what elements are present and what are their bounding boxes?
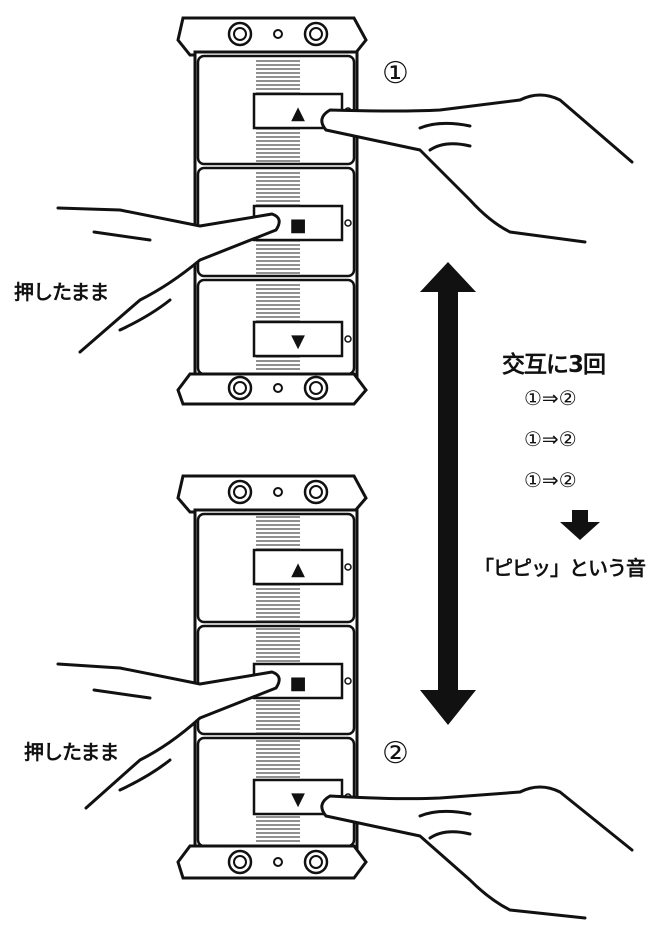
sequence-step: ①⇒② (524, 427, 577, 451)
step-2-marker: ② (382, 736, 409, 771)
up-symbol: ▲ (291, 103, 305, 124)
pointing-hand-icon (320, 93, 634, 244)
beep-sound-label: 「ピピッ」という音 (474, 556, 646, 580)
switch-panel-top (176, 16, 368, 406)
pointing-hand-icon (56, 206, 281, 354)
double-arrow-icon (420, 262, 476, 725)
stop-symbol: ■ (289, 215, 306, 236)
down-symbol: ▼ (291, 331, 305, 352)
down-button[interactable] (252, 320, 344, 358)
mount-bracket-bottom (176, 372, 368, 406)
switch-panel-bottom (176, 474, 368, 880)
up-button[interactable] (252, 548, 344, 586)
up-symbol: ▲ (291, 559, 305, 580)
down-symbol: ▼ (291, 789, 305, 810)
pointing-hand-icon (56, 662, 281, 810)
down-arrow-icon (560, 510, 600, 540)
pointing-hand-icon (320, 785, 634, 920)
hold-label-bottom: 押したまま (24, 740, 119, 764)
sequence-step: ①⇒② (524, 468, 577, 492)
sequence-step: ①⇒② (524, 386, 577, 410)
center-hole-icon (273, 29, 283, 39)
hold-label-top: 押したまま (14, 280, 109, 304)
alternate-title: 交互に3回 (502, 352, 606, 378)
mount-bracket-top (176, 16, 368, 57)
step-1-marker: ① (382, 56, 409, 91)
stop-symbol: ■ (289, 673, 306, 694)
